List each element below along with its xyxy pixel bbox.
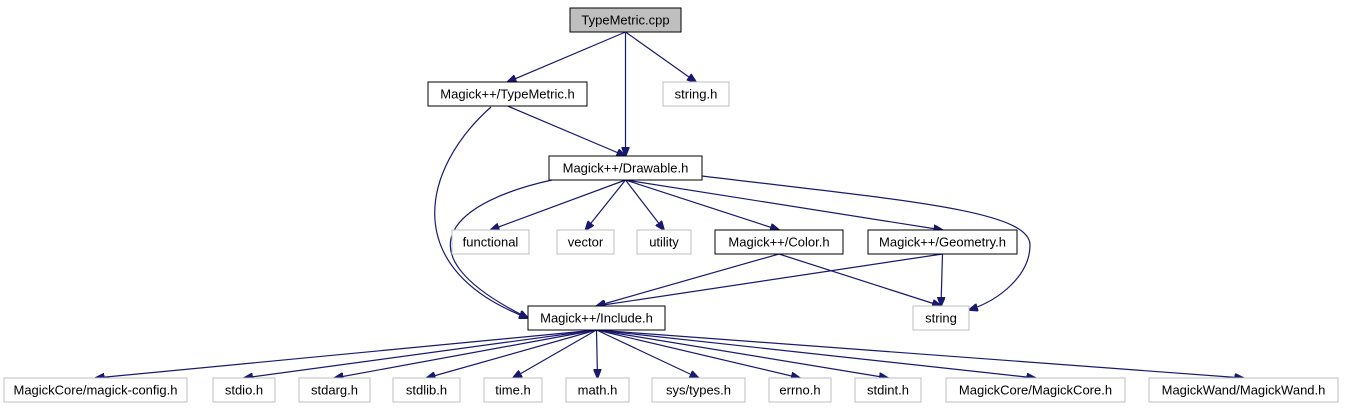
node-label: stdarg.h [311, 383, 358, 398]
node-box [392, 377, 461, 403]
node-functional: functional [451, 229, 530, 255]
node-box [548, 155, 703, 181]
node-label: utility [649, 235, 679, 250]
node-label: vector [568, 235, 604, 250]
node-label: stdio.h [225, 383, 263, 398]
node-box [651, 377, 746, 403]
edge-geometry-h-to-include-h [597, 253, 943, 306]
node-magick-config-h: MagickCore/magick-config.h [3, 377, 188, 403]
node-box [556, 229, 615, 255]
node-label: math.h [578, 383, 618, 398]
node-label: string [925, 311, 957, 326]
node-label: Magick++/Include.h [540, 311, 653, 326]
node-label: TypeMetric.cpp [581, 13, 669, 28]
edge-include-h-to-sys-types-h [596, 329, 699, 378]
edge-drawable-h-to-vector [586, 179, 626, 230]
node-box [714, 229, 844, 255]
edge-typemetric-h-to-include-h [434, 106, 528, 318]
node-box [662, 81, 730, 107]
edge-typemetric-h-to-drawable-h [507, 105, 626, 156]
edge-include-h-to-stdlib-h [427, 329, 597, 378]
node-stdarg-h: stdarg.h [298, 377, 371, 403]
node-box [427, 81, 588, 107]
node-magickcore-h: MagickCore/MagickCore.h [945, 377, 1126, 403]
edge-include-h-to-magickwand-h [596, 329, 1244, 378]
node-box [483, 377, 543, 403]
node-label: stdint.h [867, 383, 909, 398]
node-label: Magick++/TypeMetric.h [440, 87, 574, 102]
node-box [912, 305, 970, 331]
edge-drawable-h-to-string [701, 175, 1031, 310]
node-time-h: time.h [483, 377, 543, 403]
node-box [527, 305, 666, 331]
node-box [636, 229, 692, 255]
node-math-h: math.h [565, 377, 630, 403]
node-drawable-h[interactable]: Magick++/Drawable.h [548, 155, 703, 181]
node-vector: vector [556, 229, 615, 255]
node-label: sys/types.h [666, 383, 731, 398]
edge-drawable-h-to-geometry-h [625, 179, 943, 230]
edge-include-h-to-math-h [597, 329, 598, 378]
node-box [768, 377, 832, 403]
edge-include-h-to-time-h [513, 329, 597, 378]
node-label: MagickCore/magick-config.h [13, 383, 177, 398]
node-box [451, 229, 530, 255]
edge-drawable-h-to-utility [625, 179, 665, 230]
node-stdlib-h: stdlib.h [392, 377, 461, 403]
node-stdint-h: stdint.h [854, 377, 922, 403]
node-sys-types-h: sys/types.h [651, 377, 746, 403]
node-box [298, 377, 371, 403]
node-label: MagickCore/MagickCore.h [959, 383, 1112, 398]
edge-color-h-to-string [778, 253, 941, 306]
edge-include-h-to-stdint-h [596, 329, 889, 378]
node-stdio-h: stdio.h [212, 377, 276, 403]
node-string: string [912, 305, 970, 331]
edge-typemetric-cpp-to-string-h [625, 31, 697, 82]
node-utility: utility [636, 229, 692, 255]
node-label: Magick++/Color.h [728, 235, 829, 250]
node-box [569, 7, 682, 33]
node-box [854, 377, 922, 403]
edge-color-h-to-include-h [597, 253, 780, 306]
node-box [3, 377, 188, 403]
node-box [1148, 377, 1339, 403]
edge-drawable-h-to-color-h [625, 179, 780, 230]
edge-include-h-to-magick-config-h [96, 329, 597, 378]
node-label: string.h [675, 87, 718, 102]
edge-include-h-to-stdarg-h [335, 329, 597, 378]
node-magickwand-h: MagickWand/MagickWand.h [1148, 377, 1339, 403]
node-geometry-h[interactable]: Magick++/Geometry.h [867, 229, 1018, 255]
edge-drawable-h-to-functional [491, 179, 626, 230]
edges [96, 31, 1244, 378]
node-color-h[interactable]: Magick++/Color.h [714, 229, 844, 255]
node-label: stdlib.h [406, 383, 447, 398]
node-errno-h: errno.h [768, 377, 832, 403]
edge-include-h-to-magickcore-h [596, 329, 1036, 378]
node-label: errno.h [779, 383, 820, 398]
node-label: Magick++/Drawable.h [563, 161, 689, 176]
node-box [212, 377, 276, 403]
node-typemetric-cpp[interactable]: TypeMetric.cpp [569, 7, 682, 33]
edge-typemetric-cpp-to-typemetric-h [508, 31, 626, 82]
edge-include-h-to-stdio-h [244, 329, 597, 378]
edge-include-h-to-errno-h [596, 329, 801, 378]
node-box [565, 377, 630, 403]
node-label: Magick++/Geometry.h [879, 235, 1006, 250]
edge-geometry-h-to-string [941, 253, 943, 306]
node-box [867, 229, 1018, 255]
node-box [945, 377, 1126, 403]
node-label: functional [463, 235, 519, 250]
node-label: time.h [495, 383, 530, 398]
node-include-h[interactable]: Magick++/Include.h [527, 305, 666, 331]
node-string-h: string.h [662, 81, 730, 107]
node-label: MagickWand/MagickWand.h [1162, 383, 1326, 398]
node-typemetric-h[interactable]: Magick++/TypeMetric.h [427, 81, 588, 107]
